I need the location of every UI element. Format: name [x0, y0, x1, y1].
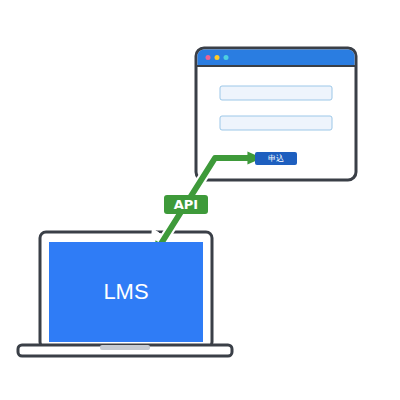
connector-outline [157, 158, 255, 250]
window-dot [224, 55, 229, 60]
header-edge [197, 65, 355, 67]
edge-label: API [164, 195, 208, 214]
window-dot [215, 55, 220, 60]
window-dot [206, 55, 211, 60]
screen-box: LMS [49, 242, 203, 342]
laptop-lid [40, 232, 212, 348]
node-text: 申込 [268, 153, 284, 164]
api-arrow [157, 158, 255, 250]
node-text: LMS [103, 279, 148, 305]
submit-button: 申込 [255, 152, 297, 165]
laptop-base [18, 345, 232, 356]
laptop-notch [100, 345, 150, 350]
browser-header [198, 50, 355, 67]
input-field [220, 86, 332, 100]
input-field [220, 116, 332, 130]
